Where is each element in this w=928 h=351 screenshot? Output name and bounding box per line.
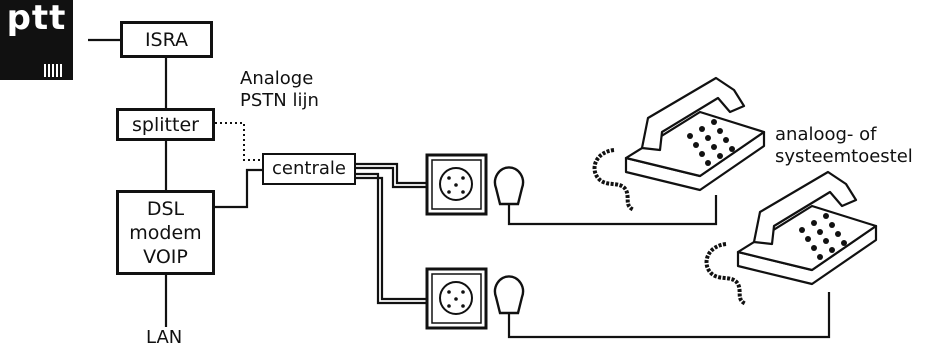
plug-icon bbox=[493, 166, 525, 206]
pstn-label-line: Analoge bbox=[240, 68, 314, 89]
dsl-modem-line: VOIP bbox=[143, 245, 188, 268]
dsl-modem-node: DSL modem VOIP bbox=[116, 190, 215, 275]
telephone-icon bbox=[704, 170, 878, 306]
phone-label-line: systeemtoestel bbox=[775, 146, 913, 167]
pstn-label: Analoge PSTN lijn bbox=[240, 68, 319, 112]
centrale-node: centrale bbox=[262, 153, 356, 185]
pstn-label-line: PSTN lijn bbox=[240, 90, 319, 111]
splitter-node: splitter bbox=[116, 108, 215, 141]
dsl-modem-line: DSL bbox=[146, 197, 185, 220]
logo-text: ptt bbox=[6, 0, 67, 38]
connection-lines bbox=[88, 38, 831, 339]
telephone-icon bbox=[592, 76, 766, 212]
dsl-modem-line: modem bbox=[129, 221, 202, 244]
lan-label: LAN bbox=[146, 327, 183, 348]
ptt-logo-icon bbox=[0, 0, 73, 80]
phone-label-line: analoog- of bbox=[775, 124, 877, 145]
wall-socket-icon bbox=[425, 267, 488, 330]
plug-icon bbox=[493, 275, 525, 315]
wall-socket-icon bbox=[425, 153, 488, 216]
isra-node: ISRA bbox=[120, 21, 213, 58]
pstn-dotted-line bbox=[215, 122, 262, 161]
phone-label: analoog- of systeemtoestel bbox=[775, 124, 913, 168]
